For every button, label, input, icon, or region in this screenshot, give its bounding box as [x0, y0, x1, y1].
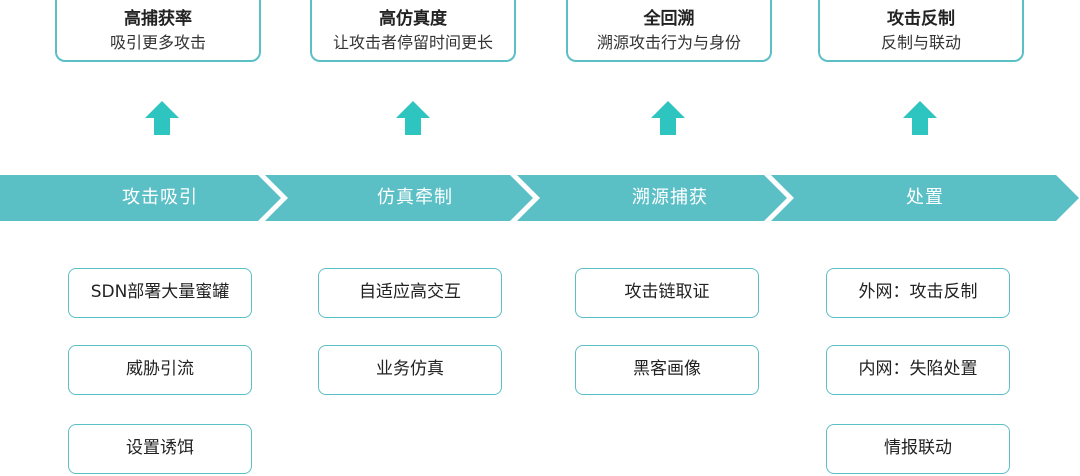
action-adaptive-interaction: 自适应高交互: [318, 268, 502, 318]
stage-label-trace: 溯源捕获: [632, 187, 708, 208]
goal-subtitle: 反制与联动: [880, 33, 961, 52]
action-attack-chain-forensics: 攻击链取证: [575, 268, 759, 318]
goal-box-countermeasure: 攻击反制 反制与联动: [818, 0, 1024, 62]
stage-chevron-dispose: [771, 175, 1079, 221]
stage-chevron-trace: [517, 175, 787, 221]
goal-subtitle: 溯源攻击行为与身份: [596, 33, 741, 52]
goal-box-traceback: 全回溯 溯源攻击行为与身份: [566, 0, 772, 62]
stage-label-dispose: 处置: [906, 187, 944, 208]
stage-chevron-attract: [0, 175, 281, 221]
goal-title: 高仿真度: [379, 9, 447, 29]
action-intel-linkage: 情报联动: [826, 424, 1010, 474]
action-external-countermeasure: 外网：攻击反制: [826, 268, 1010, 318]
process-banner: [0, 175, 1079, 221]
action-internal-disposal: 内网：失陷处置: [826, 345, 1010, 395]
goal-subtitle: 吸引更多攻击: [109, 33, 206, 52]
stage-chevron-contain: [265, 175, 533, 221]
goal-box-capture: 高捕获率 吸引更多攻击: [55, 0, 261, 62]
action-set-bait: 设置诱饵: [68, 424, 252, 474]
goal-title: 高捕获率: [124, 9, 192, 29]
up-arrow-icon: [145, 101, 179, 135]
up-arrow-icon: [651, 101, 685, 135]
up-arrow-icon: [396, 101, 430, 135]
up-arrow-icon: [903, 101, 937, 135]
stage-label-contain: 仿真牵制: [377, 187, 453, 208]
goal-title: 攻击反制: [887, 9, 955, 29]
goal-title: 全回溯: [643, 9, 695, 29]
goal-box-simulation: 高仿真度 让攻击者停留时间更长: [310, 0, 516, 62]
action-sdn-honeypots: SDN部署大量蜜罐: [68, 268, 252, 318]
action-threat-diversion: 威胁引流: [68, 345, 252, 395]
stage-label-attract: 攻击吸引: [122, 187, 198, 208]
action-hacker-profile: 黑客画像: [575, 345, 759, 395]
action-business-simulation: 业务仿真: [318, 345, 502, 395]
goal-subtitle: 让攻击者停留时间更长: [332, 33, 493, 52]
